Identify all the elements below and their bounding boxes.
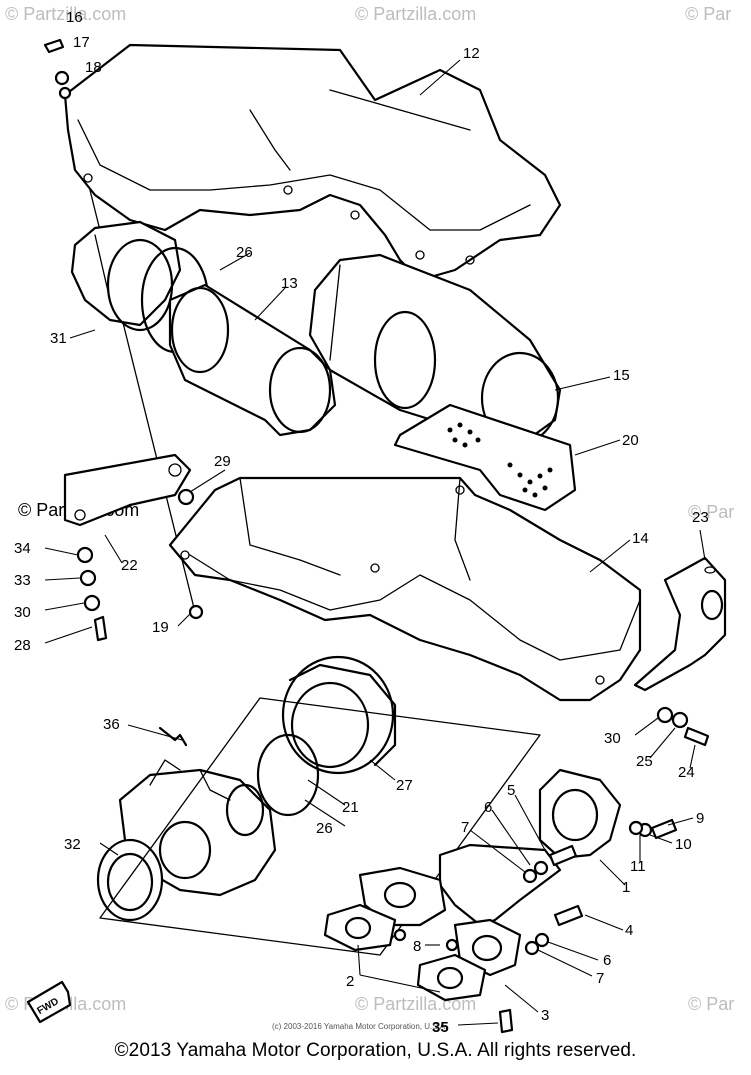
part-13-filter-element <box>168 283 337 437</box>
part-36-spring <box>158 726 188 747</box>
part-14-case-lower <box>168 476 642 702</box>
watermark-mid-right: © Par <box>688 502 734 522</box>
callout-12: 12 <box>463 45 480 62</box>
callout-15: 15 <box>613 367 630 384</box>
part-23-bracket <box>633 556 727 692</box>
part-31-duct <box>70 220 182 332</box>
callout-5: 5 <box>507 782 515 799</box>
callout-34: 34 <box>14 540 31 557</box>
callout-10: 10 <box>675 836 692 853</box>
callout-7-lower: 7 <box>596 970 604 987</box>
callout-19: 19 <box>152 619 169 636</box>
callout-30-right: 30 <box>604 730 621 747</box>
part-27-joint <box>281 655 397 775</box>
callout-4: 4 <box>625 922 633 939</box>
part-26-clamp-lower <box>256 733 320 817</box>
callout-6-lower: 6 <box>603 952 611 969</box>
part-22-bracket <box>63 453 192 527</box>
callout-29: 29 <box>214 453 231 470</box>
leader-lines <box>44 59 706 1026</box>
watermark-top-center: © Partzilla.com <box>355 4 476 24</box>
carburetor-base-outline <box>99 697 541 956</box>
callout-33: 33 <box>14 572 31 589</box>
callout-11: 11 <box>630 858 646 875</box>
fwd-arrow: FWD <box>26 980 72 1024</box>
watermark-top-left: © Partzilla.com <box>5 4 126 24</box>
callouts: 16 17 18 12 26 13 31 15 20 29 23 14 34 2… <box>14 9 709 1036</box>
hardware <box>43 38 710 1034</box>
callout-21: 21 <box>342 799 359 816</box>
copyright-footer: ©2013 Yamaha Motor Corporation, U.S.A. A… <box>114 1040 637 1061</box>
callout-13: 13 <box>281 275 298 292</box>
callout-26-lower: 26 <box>316 820 333 837</box>
callout-20: 20 <box>622 432 639 449</box>
callout-31: 31 <box>50 330 67 347</box>
callout-32: 32 <box>64 836 81 853</box>
callout-22: 22 <box>121 557 138 574</box>
callout-3: 3 <box>541 1007 549 1024</box>
callout-27: 27 <box>396 777 413 794</box>
callout-23: 23 <box>692 509 709 526</box>
callout-8: 8 <box>413 938 421 955</box>
callout-16: 16 <box>66 9 83 26</box>
callout-24: 24 <box>678 764 695 781</box>
inner-copyright: (c) 2003-2016 Yamaha Motor Corporation, … <box>272 1022 447 1031</box>
callout-7-upper: 7 <box>461 819 469 836</box>
callout-36: 36 <box>103 716 120 733</box>
callout-26-upper: 26 <box>236 244 253 261</box>
callout-2: 2 <box>346 973 354 990</box>
watermark-top-right: © Par <box>685 4 731 24</box>
part-2-gaskets <box>323 903 487 1002</box>
part-20-screen <box>393 403 577 512</box>
callout-35: 35 <box>432 1019 449 1036</box>
callout-1: 1 <box>622 879 630 896</box>
callout-14: 14 <box>632 530 649 547</box>
callout-28: 28 <box>14 637 31 654</box>
callout-18: 18 <box>85 59 102 76</box>
watermark-bottom-right: © Par <box>688 994 734 1014</box>
callout-9: 9 <box>696 810 704 827</box>
callout-17: 17 <box>73 34 90 51</box>
part-32-joint <box>96 838 164 922</box>
callout-30-left: 30 <box>14 604 31 621</box>
callout-6-upper: 6 <box>484 799 492 816</box>
callout-25: 25 <box>636 753 653 770</box>
